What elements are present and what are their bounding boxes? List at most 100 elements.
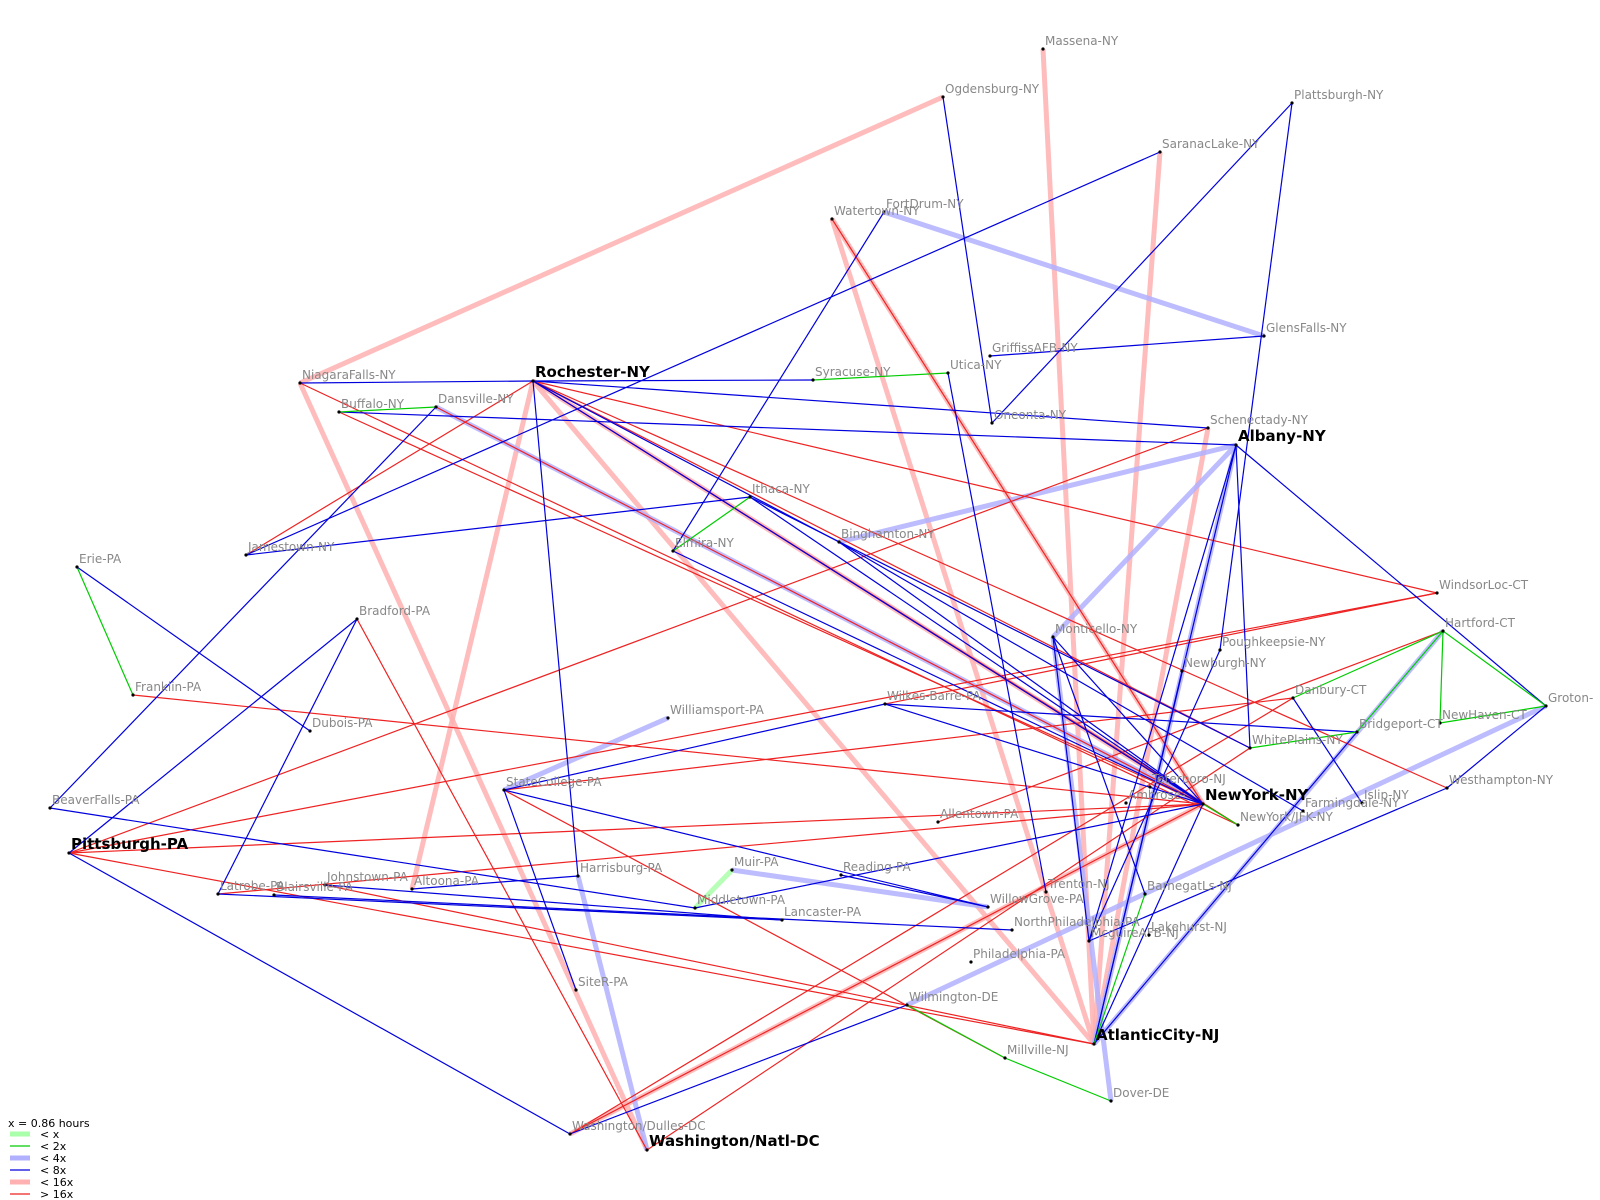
route-edge-wilkesbarre-windsorloc [884,592,1438,705]
route-edge-allentown-hartford [937,630,1444,823]
route-edge-ogdensburg-oneonta [942,96,993,424]
route-edge-hartford-bridgeport [1356,630,1444,733]
airport-label-philadelphia: Philadelphia-PA [973,947,1066,961]
airport-node-schenectady [1206,426,1210,430]
route-edge-newyork-jfk [1202,803,1239,826]
airport-label-ambrose: Ambrose- [1128,788,1186,802]
airport-node-massena [1041,47,1045,51]
route-edge-binghamton-farmingdale [838,541,1304,812]
airport-node-monticello [1051,635,1055,639]
airport-node-wilmington [905,1003,909,1007]
route-edge-wilmington-millville [906,1004,1006,1059]
airport-label-allentown: Allentown-PA [940,807,1019,821]
airport-label-lancaster: Lancaster-PA [784,905,862,919]
airport-label-ithaca: Ithaca-NY [752,482,810,496]
legend-label-1: < 2x [40,1140,67,1153]
airport-label-griffiss: GriffissAFB-NY [992,341,1078,355]
route-edge-schenectady-atlanticcity [1091,427,1211,1045]
route-edge-newburgh-atlanticcity [1093,670,1183,1045]
route-edge-ithaca-elmira [672,496,751,552]
route-edge-rochester-westhampton [532,380,1448,789]
airport-label-barnegat: BarnegatLs-NJ [1147,879,1232,893]
route-edge-statecollege-siter [503,789,577,991]
legend-label-5: > 16x [40,1188,74,1200]
airport-label-danbury: Danbury-CT [1295,683,1367,697]
airport-node-trenton [1044,890,1048,894]
route-edge-wilkesbarre-statecollege [503,703,886,791]
airport-label-bridgeport: Bridgeport-CT [1359,717,1443,731]
route-edge-rochester-windsorloc [532,380,1438,594]
airport-node-erie [75,565,79,569]
route-edge-pittsburgh-newyork [68,803,1204,854]
airport-node-latrobe [216,892,220,896]
airport-label-middletown: Middletown-PA [697,893,786,907]
airport-label-poughkeepsie: Poughkeepsie-NY [1222,635,1326,649]
airport-node-newhaven [1438,721,1442,725]
airport-label-monticello: Monticello-NY [1055,622,1138,636]
airport-node-plattsburgh [1290,101,1294,105]
airport-label-schenectady: Schenectady-NY [1210,413,1309,427]
route-edge-williamsport-statecollege [502,715,670,793]
legend-label-0: < x [40,1128,60,1141]
edge-layer [49,48,1548,1152]
route-edge-bradford-latrobe [217,618,358,895]
route-edge-pittsburgh-dulles [68,852,571,1135]
route-edge-erie-dubois [76,566,311,732]
legend-title: x = 0.86 hours [8,1117,90,1130]
route-edge-fortdrum-glensfalls [883,209,1265,339]
legend-label-2: < 4x [40,1152,67,1165]
route-edge-atlanticcity-barnegat [1093,893,1146,1045]
airport-label-dover: Dover-DE [1113,1086,1169,1100]
airport-node-bridgeport [1355,730,1359,734]
route-edge-bridgeport-whiteplains [1249,731,1358,749]
airport-node-utica [946,371,950,375]
airport-node-saranac [1158,150,1162,154]
airport-node-teterboro [1148,785,1152,789]
airport-node-washington [645,1148,649,1152]
airport-node-jfk [1236,823,1240,827]
airport-label-franklin: Franklin-PA [135,680,202,694]
airport-node-harrisburg [576,874,580,878]
airport-label-latrobe: Latrobe-PA [220,879,286,893]
airport-label-farmingdale: Farmingdale-NY [1305,796,1400,810]
route-edge-millville-dover [1004,1057,1112,1102]
route-edge-muir-willowgrove [731,867,989,910]
airport-node-philadelphia [969,960,973,964]
airport-label-ogdensburg: Ogdensburg-NY [945,82,1040,96]
airport-label-windsorloc: WindsorLoc-CT [1439,578,1529,592]
airport-label-dansville: Dansville-NY [438,392,514,406]
route-edge-hartford-danbury [1292,630,1444,699]
route-edge-niagara-rochester [299,380,534,384]
airport-node-griffiss [988,354,992,358]
airport-label-newhaven: NewHaven-CT [1442,708,1527,722]
airport-node-northphila [1010,928,1014,932]
airport-node-williamsport [666,716,670,720]
airport-label-beaverfalls: BeaverFalls-PA [52,793,140,807]
route-edge-rochester-newyork [532,380,1204,805]
route-edge-syracuse-utica [812,372,949,381]
route-edge-latrobe-lancaster [217,893,783,921]
route-edge-dulles-newyork [569,803,1204,1135]
airport-label-jamestown: Jamestown-NY [247,540,335,554]
route-edge-buffalo-newyork [338,411,1204,805]
route-edge-jamestown-ithaca [245,496,751,556]
airport-node-atlanticcity [1092,1042,1096,1046]
airport-label-dubois: Dubois-PA [312,716,373,730]
airport-label-willowgrove: WillowGrove-PA [990,892,1084,906]
route-edge-middletown-muir [693,868,734,910]
airport-node-watertown [830,217,834,221]
airport-node-beaverfalls [48,806,52,810]
airport-label-northphila: NorthPhiladelphia-PA [1014,915,1140,929]
airport-label-atlanticcity: AtlanticCity-NJ [1096,1026,1219,1044]
airport-node-jamestown [244,553,248,557]
airport-node-albany [1234,443,1238,447]
airport-label-johnstown: Johnstown-PA [326,870,409,884]
airport-node-oneonta [990,421,994,425]
airport-label-massena: Massena-NY [1045,34,1119,48]
route-edge-dulles-danbury [569,697,1294,1135]
route-edge-elmira-newyork [672,550,1204,805]
route-edge-buffalo-dansville [338,406,437,413]
route-edge-statecollege-danbury [503,697,1294,791]
airport-node-elmira [671,549,675,553]
route-edge-schenectady-pittsburgh [68,427,1209,854]
